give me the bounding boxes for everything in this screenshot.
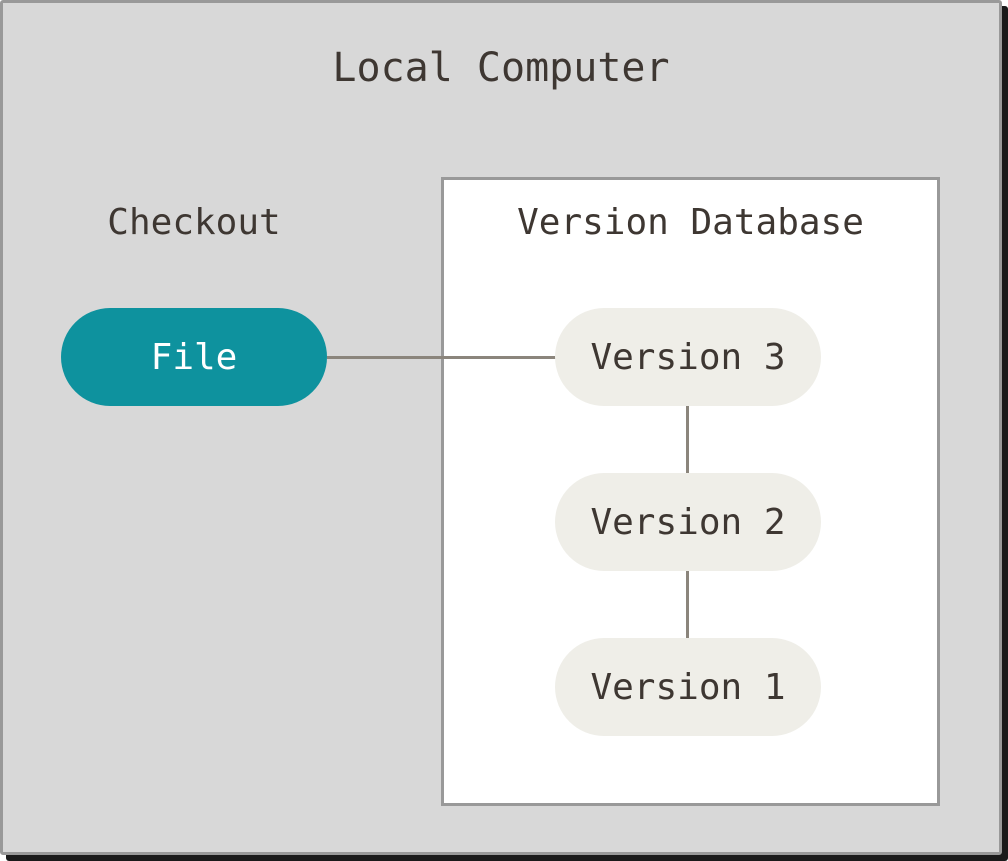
- file-node: File: [61, 308, 327, 406]
- version-node-1: Version 1: [555, 638, 821, 736]
- version-node-2: Version 2: [555, 473, 821, 571]
- version-node-label: Version 2: [590, 501, 786, 543]
- file-node-label: File: [150, 336, 238, 378]
- connector-version3-to-version2: [686, 406, 689, 474]
- version-node-label: Version 3: [590, 336, 786, 378]
- version-database-title: Version Database: [517, 202, 864, 243]
- diagram-title: Local Computer: [332, 45, 670, 91]
- version-node-label: Version 1: [590, 666, 786, 708]
- checkout-label: Checkout: [107, 202, 281, 243]
- connector-version2-to-version1: [686, 571, 689, 639]
- connector-file-to-version3: [327, 356, 558, 359]
- version-node-3: Version 3: [555, 308, 821, 406]
